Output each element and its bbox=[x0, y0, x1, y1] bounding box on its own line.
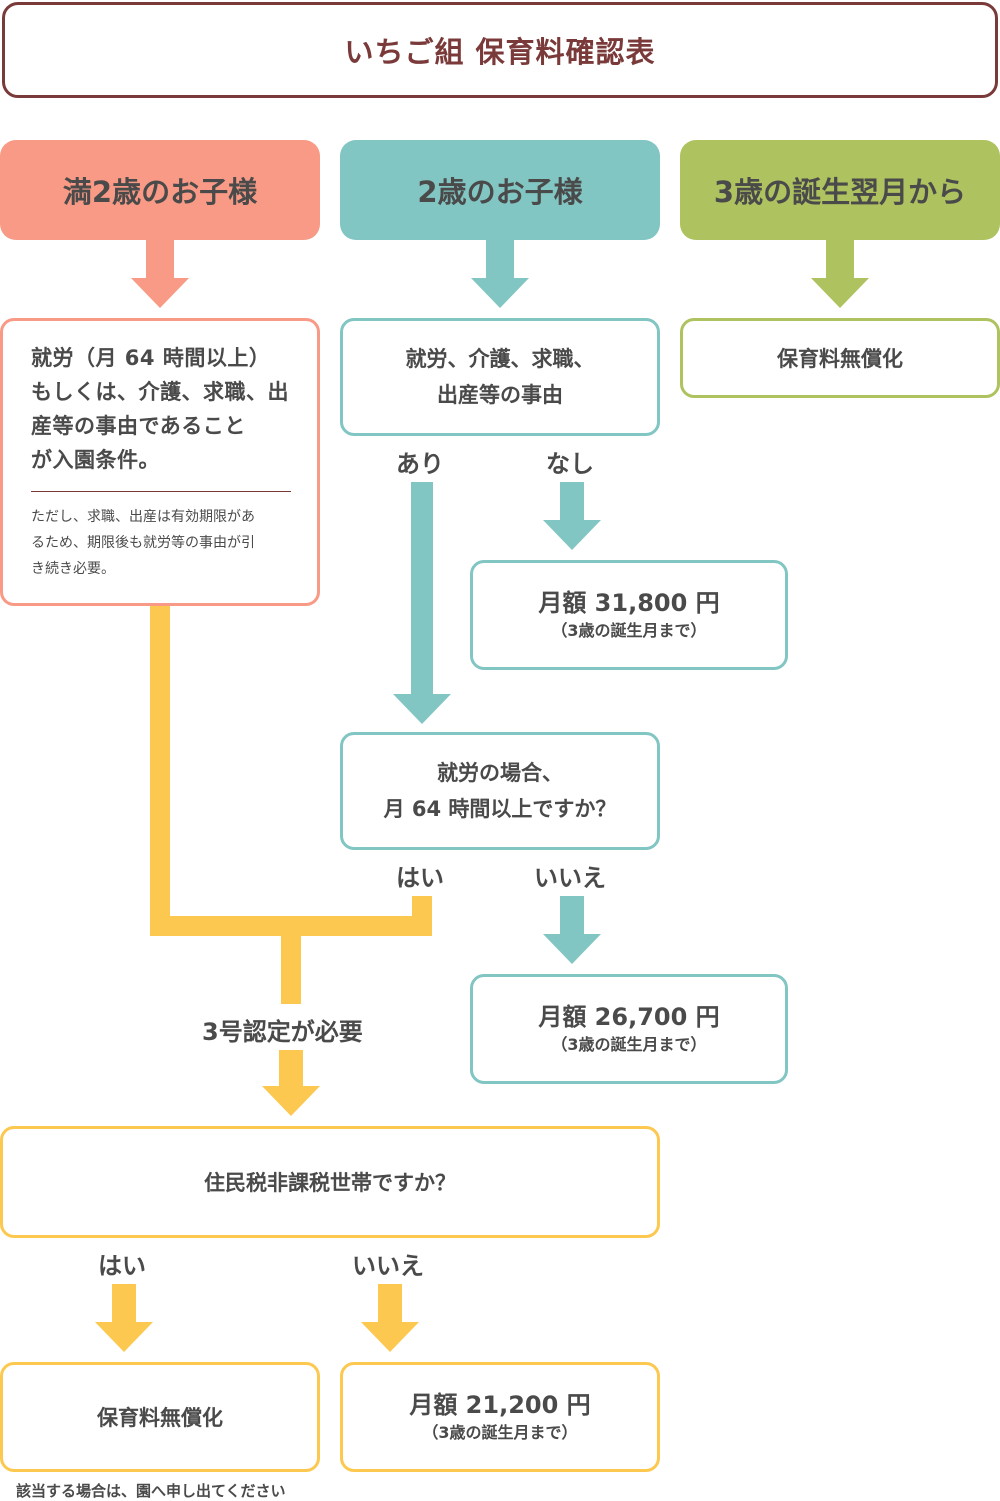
tax-question-box: 住民税非課税世帯ですか？ bbox=[0, 1126, 660, 1238]
arrow-head-left bbox=[131, 278, 189, 308]
label-tax-yes: はい bbox=[98, 1252, 146, 1280]
left-condition-line: 就労（月 64 時間以上） bbox=[31, 346, 271, 370]
arrow-shaft-nashi bbox=[560, 482, 584, 522]
fee-26700-note: （3歳の誕生月まで） bbox=[551, 1035, 707, 1054]
left-note-line: るため、期限後も就労等の事由が引 bbox=[31, 535, 255, 551]
fee-31800-note: （3歳の誕生月まで） bbox=[551, 621, 707, 640]
fee-31800-box: 月額 31,800 円 （3歳の誕生月まで） bbox=[470, 560, 788, 670]
arrow-shaft-work-no bbox=[560, 896, 584, 936]
middle-condition-box: 就労、介護、求職、 出産等の事由 bbox=[340, 318, 660, 436]
page-title-text: いちご組 保育料確認表 bbox=[344, 35, 656, 69]
fee-26700-amount: 月額 26,700 円 bbox=[538, 1003, 720, 1031]
page-title: いちご組 保育料確認表 bbox=[2, 2, 998, 98]
left-condition-text: 就労（月 64 時間以上） もしくは、介護、求職、出 産等の事由であること が入… bbox=[31, 341, 289, 477]
fee-31800-amount: 月額 31,800 円 bbox=[538, 589, 720, 617]
fee-26700-box: 月額 26,700 円 （3歳の誕生月まで） bbox=[470, 974, 788, 1084]
tax-question-text: 住民税非課税世帯ですか？ bbox=[204, 1171, 456, 1195]
arrow-head-ari bbox=[393, 694, 451, 724]
bottom-free-box: 保育料無償化 bbox=[0, 1362, 320, 1472]
left-note-line: き続き必要。 bbox=[31, 561, 115, 577]
arrow-head-nashi bbox=[543, 520, 601, 550]
label-work-no: いいえ bbox=[534, 864, 606, 892]
arrow-shaft-ari bbox=[411, 482, 433, 696]
arrow-shaft-middle bbox=[486, 240, 514, 278]
right-free-text: 保育料無償化 bbox=[777, 347, 903, 371]
middle-condition-line: 就労、介護、求職、 bbox=[405, 347, 595, 371]
connector-left-vertical bbox=[150, 606, 170, 936]
left-note-line: ただし、求職、出産は有効期限があ bbox=[31, 509, 255, 525]
left-condition-line: 産等の事由であること bbox=[31, 414, 246, 438]
header-2yo: 2歳のお子様 bbox=[340, 140, 660, 240]
label-work-yes: はい bbox=[396, 864, 444, 892]
arrow-shaft-right bbox=[826, 240, 854, 278]
fee-21200-note: （3歳の誕生月まで） bbox=[422, 1423, 578, 1442]
header-full-2yo: 満2歳のお子様 bbox=[0, 140, 320, 240]
arrow-head-work-no bbox=[543, 934, 601, 964]
header-3yo-label: 3歳の誕生翌月から bbox=[713, 175, 967, 209]
connector-down-certification bbox=[281, 936, 301, 1004]
left-condition-line: もしくは、介護、求職、出 bbox=[31, 380, 289, 404]
arrow-head-right bbox=[811, 278, 869, 308]
bottom-free-text: 保育料無償化 bbox=[97, 1406, 223, 1430]
fee-21200-box: 月額 21,200 円 （3歳の誕生月まで） bbox=[340, 1362, 660, 1472]
middle-condition-line: 出産等の事由 bbox=[437, 383, 563, 407]
fee-21200-amount: 月額 21,200 円 bbox=[409, 1391, 591, 1419]
work-question-line: 月 64 時間以上ですか？ bbox=[383, 797, 617, 821]
label-tax-no: いいえ bbox=[352, 1252, 424, 1280]
arrow-shaft-tax-yes bbox=[112, 1284, 136, 1324]
left-condition-box: 就労（月 64 時間以上） もしくは、介護、求職、出 産等の事由であること が入… bbox=[0, 318, 320, 606]
footnote: 該当する場合は、園へ申し出てください bbox=[16, 1482, 286, 1500]
header-3yo: 3歳の誕生翌月から bbox=[680, 140, 1000, 240]
label-ari: あり bbox=[396, 450, 444, 478]
left-divider bbox=[31, 491, 291, 492]
header-full-2yo-label: 満2歳のお子様 bbox=[62, 175, 258, 209]
arrow-head-tax-no bbox=[361, 1322, 419, 1352]
left-condition-line: が入園条件。 bbox=[31, 448, 160, 472]
left-note: ただし、求職、出産は有効期限があ るため、期限後も就労等の事由が引 き続き必要。 bbox=[31, 504, 289, 582]
right-free-box: 保育料無償化 bbox=[680, 318, 1000, 398]
work-question-box: 就労の場合、 月 64 時間以上ですか？ bbox=[340, 732, 660, 850]
header-2yo-label: 2歳のお子様 bbox=[417, 175, 583, 209]
label-nashi: なし bbox=[546, 450, 594, 478]
connector-horizontal bbox=[150, 916, 432, 936]
arrow-head-tax-yes bbox=[95, 1322, 153, 1352]
arrow-shaft-certification bbox=[279, 1050, 303, 1088]
work-question-line: 就労の場合、 bbox=[437, 761, 563, 785]
arrow-head-certification bbox=[262, 1086, 320, 1116]
arrow-head-middle bbox=[471, 278, 529, 308]
certification-label: 3号認定が必要 bbox=[202, 1018, 363, 1046]
arrow-shaft-left bbox=[146, 240, 174, 278]
arrow-shaft-tax-no bbox=[378, 1284, 402, 1324]
